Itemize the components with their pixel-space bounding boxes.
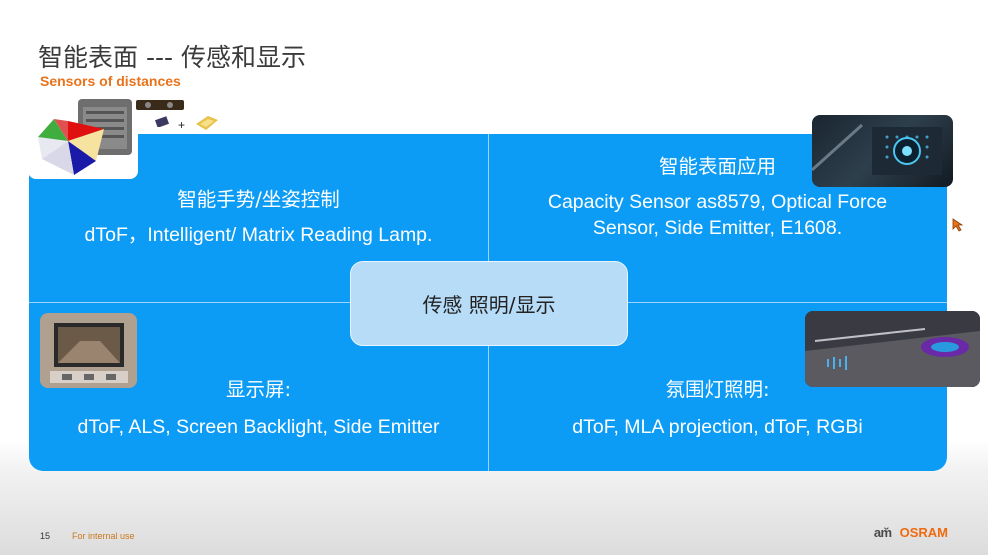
classification-label: For internal use xyxy=(72,531,135,541)
ams-osram-logo: am̆ OSRAM xyxy=(874,525,948,540)
mouse-pointer-icon xyxy=(952,218,964,237)
top-right-body-line2: Sensor, Side Emitter, E1608. xyxy=(488,215,947,241)
osram-logo-text: OSRAM xyxy=(900,525,948,540)
top-left-body: dToF，Intelligent/ Matrix Reading Lamp. xyxy=(29,222,488,248)
plus-sign: + xyxy=(178,118,185,132)
led-component-image xyxy=(194,112,220,132)
page-number: 15 xyxy=(40,531,50,541)
center-label: 传感 照明/显示 xyxy=(422,289,555,318)
bottom-left-body: dToF, ALS, Screen Backlight, Side Emitte… xyxy=(29,414,488,440)
bottom-right-body: dToF, MLA projection, dToF, RGBi xyxy=(488,414,947,440)
center-label-box: 传感 照明/显示 xyxy=(350,261,628,346)
ambient-lighting-image xyxy=(805,311,980,387)
slide-subtitle: Sensors of distances xyxy=(40,73,181,89)
smart-surface-console-image xyxy=(812,115,953,187)
top-right-body-line1: Capacity Sensor as8579, Optical Force xyxy=(488,189,947,215)
sensor-module-image xyxy=(136,97,184,113)
car-display-screen-image xyxy=(40,313,137,388)
sensor-products-image xyxy=(28,95,138,179)
sensor-chip-image xyxy=(155,115,169,127)
top-left-heading: 智能手势/坐姿控制 xyxy=(29,187,488,213)
ams-logo-text: am̆ xyxy=(874,525,892,540)
slide-title: 智能表面 --- 传感和显示 xyxy=(38,38,306,74)
